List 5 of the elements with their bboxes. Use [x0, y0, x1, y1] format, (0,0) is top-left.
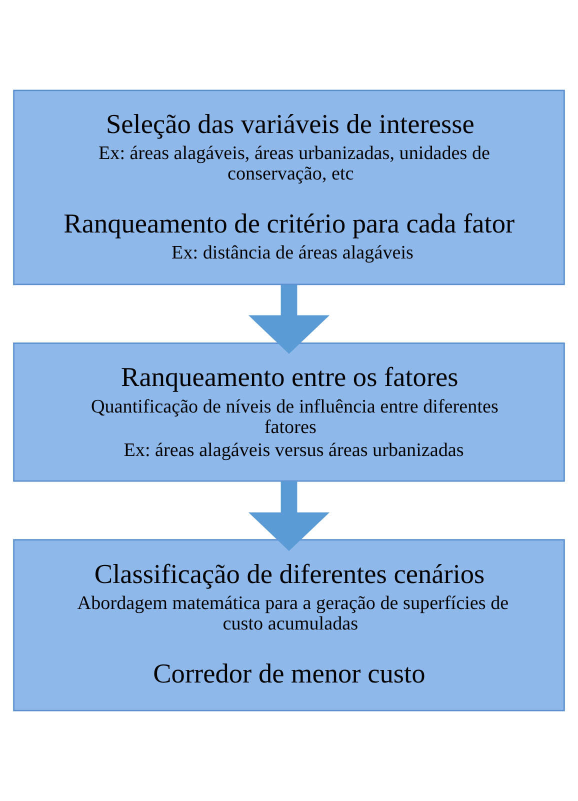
node-box: Classificação de diferentes cenários Abordagem matemática para a geração de superfícies de custo acumuladas Corredor de menor custo [13, 539, 565, 712]
node-box: Ranqueamento entre os fatores Quantificação de níveis de influência entre diferentes fatores Ex: áreas alagáveis versus áreas urbanizadas [13, 342, 565, 482]
node-box: Seleção das variáveis de interesse Ex: áreas alagáveis, áreas urbanizadas, unidades de conservação, etc Ranqueamento de critério para cada fator Ex: distância de áreas alagáveis [13, 90, 565, 286]
arrow [248, 284, 330, 354]
arrow [248, 481, 330, 551]
